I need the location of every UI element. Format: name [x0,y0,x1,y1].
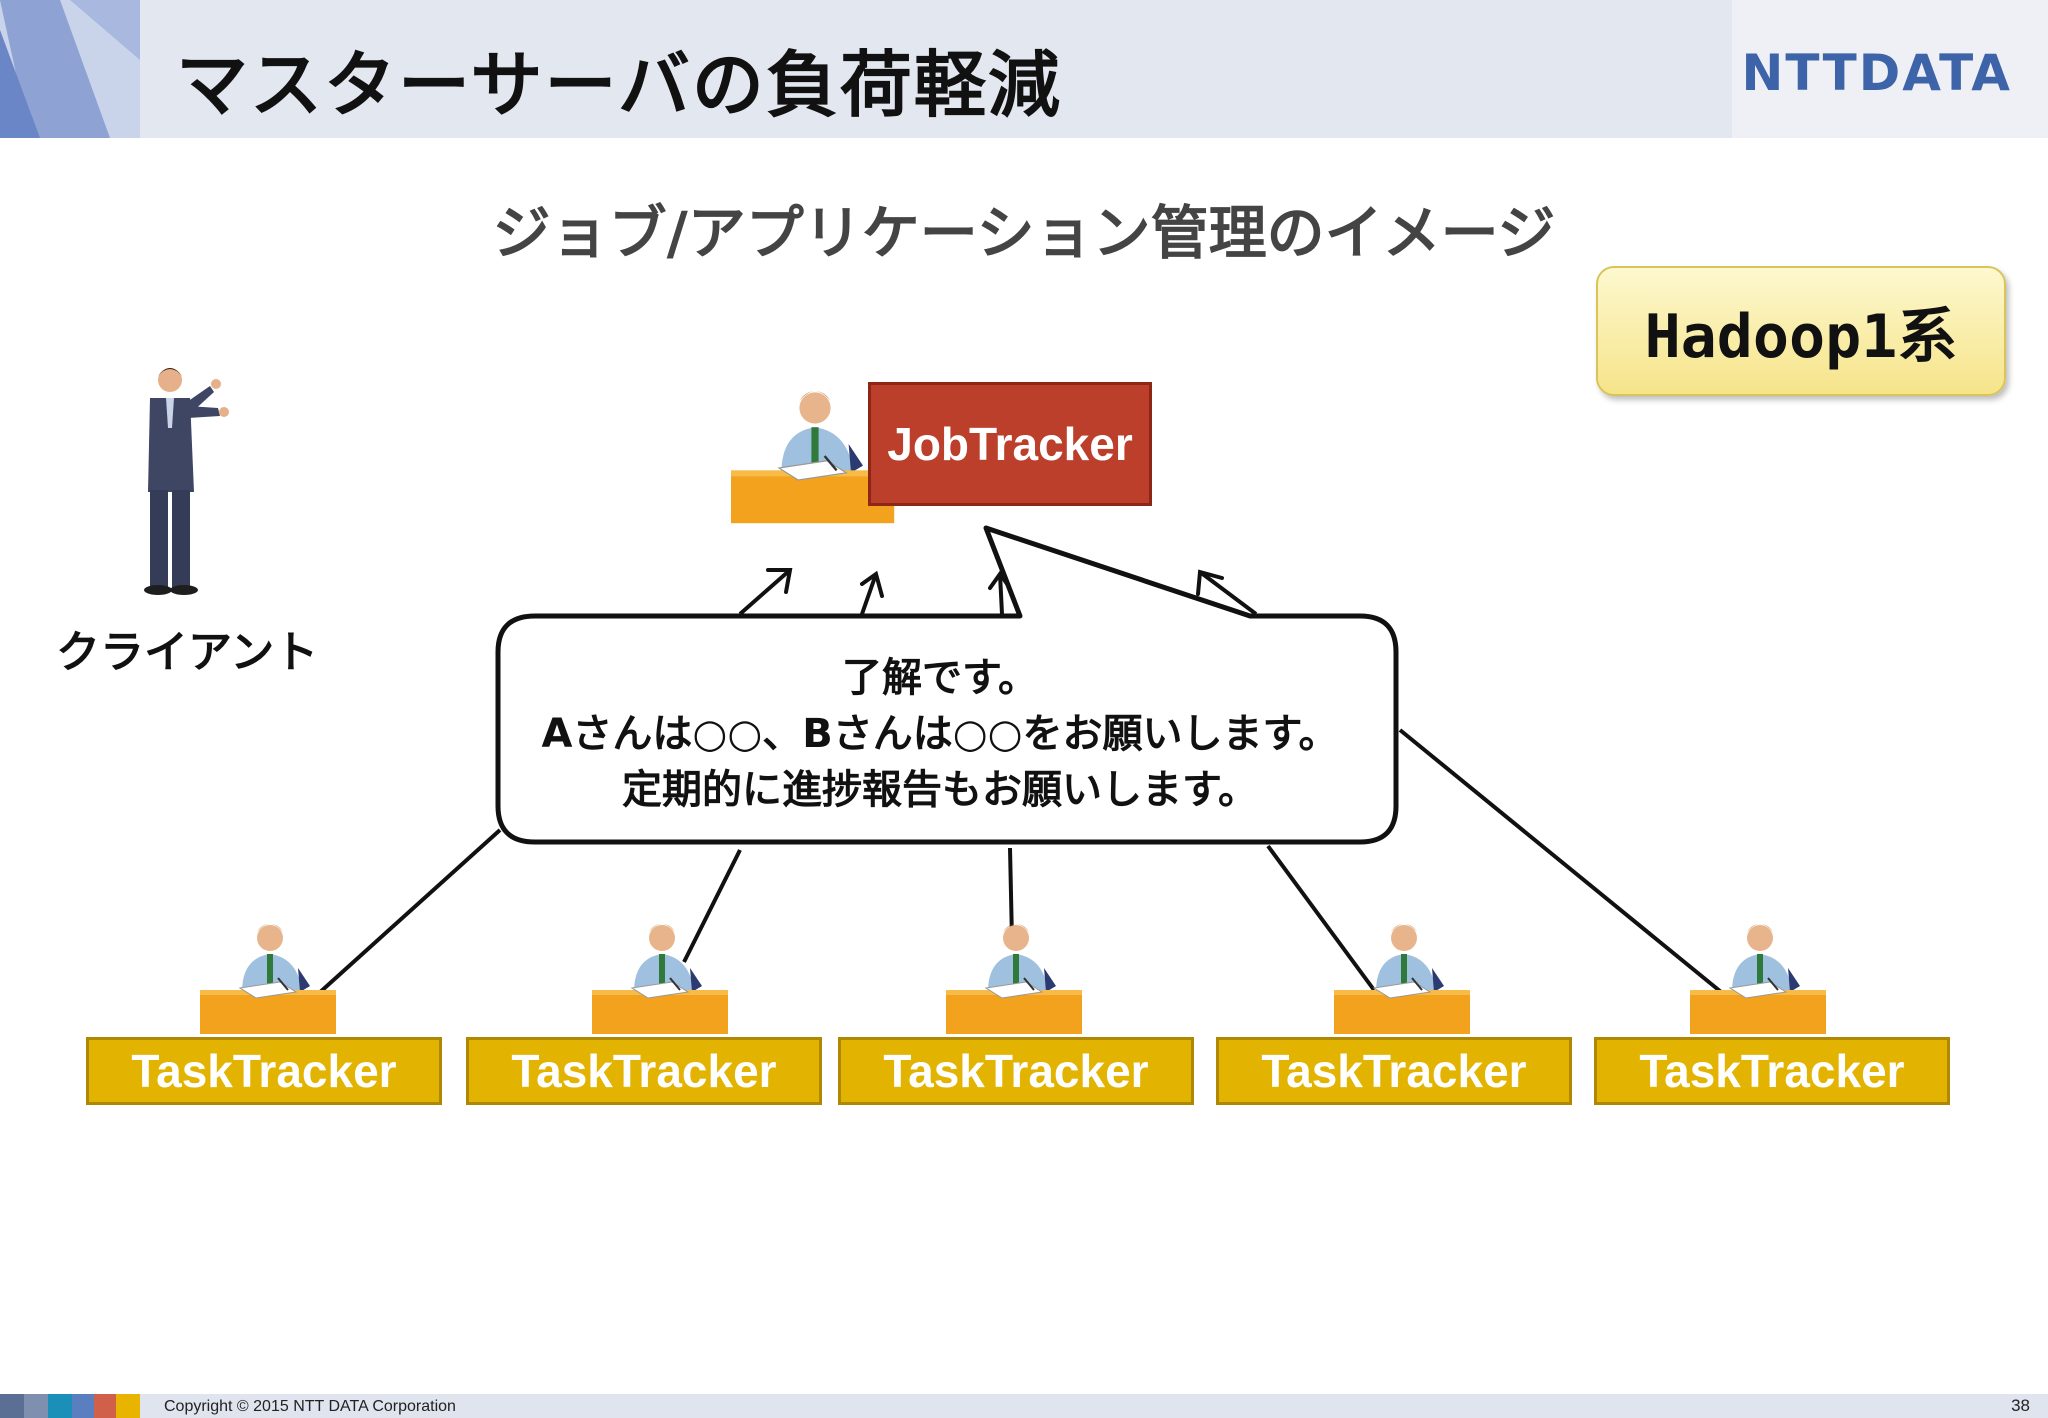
footer-swatch [94,1394,116,1418]
footer-bar: Copyright © 2015 NTT DATA Corporation 38 [0,1394,2048,1418]
tasktracker-worker-1 [199,923,337,1035]
slide-title: マスターサーバの負荷軽減 [176,43,1062,127]
header-bar: マスターサーバの負荷軽減 NTTDATA [0,0,2048,138]
footer-swatch [48,1394,72,1418]
tasktracker-worker-5 [1689,923,1827,1035]
jobtracker-box: JobTracker [868,382,1152,506]
version-badge: Hadoop1系 [1596,266,2006,396]
speech-line-2: Aさんは○○、Bさんは○○をお願いします。 [541,711,1339,757]
tasktracker-box-1: TaskTracker [86,1037,442,1105]
copyright-text: Copyright © 2015 NTT DATA Corporation [164,1398,456,1415]
speech-line-3: 定期的に進捗報告もお願いします。 [622,767,1258,813]
client-figure [144,368,229,595]
tasktracker-box-4: TaskTracker [1216,1037,1572,1105]
footer-swatch [116,1394,140,1418]
tasktracker-worker-3 [945,923,1083,1035]
client-label: クライアント [56,627,319,678]
tasktracker-worker-2 [591,923,729,1035]
tasktracker-box-5: TaskTracker [1594,1037,1950,1105]
tasktracker-box-3: TaskTracker [838,1037,1194,1105]
speech-bubble-text: 了解です。 Aさんは○○、Bさんは○○をお願いします。 定期的に進捗報告もお願い… [500,650,1380,818]
tasktracker-worker-4 [1333,923,1471,1035]
footer-swatch [72,1394,94,1418]
company-logo: NTTDATA [1741,44,2012,102]
footer-swatch [0,1394,24,1418]
footer-swatch [24,1394,48,1418]
connector-lines [316,568,1728,998]
header-decoration [0,0,140,138]
page-number: 38 [2011,1396,2030,1415]
speech-line-1: 了解です。 [842,655,1038,701]
logo-area [1732,0,2048,138]
diagram-subtitle: ジョブ/アプリケーション管理のイメージ [492,199,1556,267]
tasktracker-box-2: TaskTracker [466,1037,822,1105]
speech-bubble [495,525,1399,845]
